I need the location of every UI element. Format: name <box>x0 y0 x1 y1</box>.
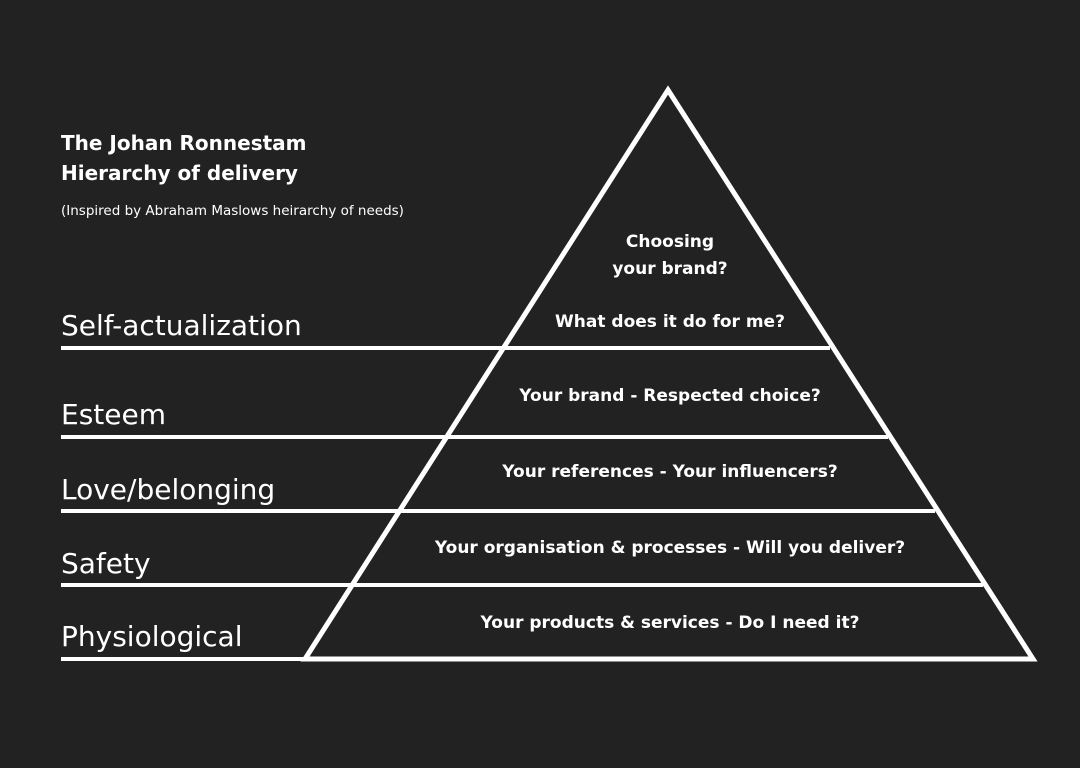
pyramid-question-love-belonging: Your references - Your influencers? <box>502 462 838 482</box>
diagram-title: The Johan Ronnestam Hierarchy of deliver… <box>61 128 307 188</box>
pyramid-question-self-line-2: your brand? <box>612 259 728 279</box>
pyramid-outline <box>300 85 1038 662</box>
level-label-esteem: Esteem <box>61 398 166 431</box>
level-label-safety: Safety <box>61 547 151 580</box>
pyramid-question-safety: Your organisation & processes - Will you… <box>434 538 906 558</box>
title-line-1: The Johan Ronnestam <box>61 131 307 155</box>
pyramid-question-physiological: Your products & services - Do I need it? <box>480 613 860 633</box>
pyramid-question-self-line-1: Choosing <box>625 232 715 252</box>
diagram-subtitle: (Inspired by Abraham Maslows heirarchy o… <box>61 203 404 219</box>
pyramid-question-esteem: Your brand - Respected choice? <box>519 386 821 406</box>
title-line-2: Hierarchy of delivery <box>61 161 298 185</box>
level-label-physiological: Physiological <box>61 620 243 653</box>
level-label-love-belonging: Love/belonging <box>61 473 276 506</box>
level-label-self-actualization: Self-actualization <box>61 309 302 342</box>
pyramid-question-self-line-3: What does it do for me? <box>555 312 785 332</box>
